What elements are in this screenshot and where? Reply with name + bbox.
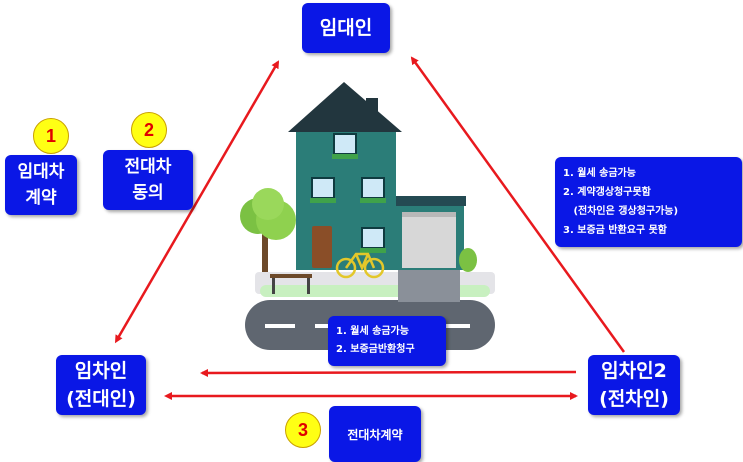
step-2-box: 전대차 동의 — [103, 150, 193, 210]
note-line-4: 3. 보증금 반환요구 못함 — [563, 225, 668, 236]
step-2-badge: 2 — [131, 112, 167, 148]
step-2-line1: 전대차 — [124, 157, 172, 177]
step-1-badge: 1 — [33, 118, 69, 154]
house-illustration — [240, 82, 495, 350]
note-line-2: 2. 계약갱상청구못함 — [563, 187, 651, 198]
step-3-label: 전대차계약 — [347, 427, 403, 442]
note-line-3: (전차인은 갱상청구가능) — [563, 206, 679, 217]
arrow-landlord-tenant — [114, 60, 280, 344]
step-2-line2: 동의 — [132, 183, 164, 203]
step-1-line1: 임대차 — [17, 162, 65, 182]
subtenant-label-line1: 임차인2 — [601, 360, 667, 382]
step-3-badge: 3 — [285, 412, 321, 448]
step-1-box: 임대차 계약 — [5, 155, 77, 215]
tenant-rights-note: 1. 월세 송금가능 2. 보증금반환청구 — [328, 316, 446, 366]
center-note-line-1: 1. 월세 송금가능 — [336, 326, 409, 337]
step-3-number: 3 — [297, 419, 308, 440]
step-1-line2: 계약 — [25, 188, 57, 208]
tenant-label-line2: (전대인) — [66, 388, 136, 410]
subtenant-label-line2: (전차인) — [599, 388, 669, 410]
tenant-label-line1: 임차인 — [74, 360, 128, 382]
step-2-number: 2 — [143, 119, 154, 140]
bicycle-icon — [335, 252, 385, 279]
landlord-box: 임대인 — [302, 3, 390, 53]
step-1-number: 1 — [45, 125, 56, 146]
arrow-subtenant-landlord — [410, 56, 626, 353]
arrow-subtenant-tenant — [200, 368, 577, 377]
garage-icon — [392, 196, 466, 270]
tenant-box: 임차인 (전대인) — [56, 355, 146, 415]
subtenant-rights-note: 1. 월세 송금가능 2. 계약갱상청구못함 (전차인은 갱상청구가능) 3. … — [555, 157, 742, 247]
tree-icon — [240, 188, 296, 272]
arrows — [114, 56, 626, 400]
landlord-label: 임대인 — [319, 17, 373, 39]
center-note-line-2: 2. 보증금반환청구 — [336, 344, 415, 355]
step-3-box: 전대차계약 — [329, 406, 421, 462]
note-line-1: 1. 월세 송금가능 — [563, 168, 636, 179]
subtenant-box: 임차인2 (전차인) — [588, 355, 680, 415]
